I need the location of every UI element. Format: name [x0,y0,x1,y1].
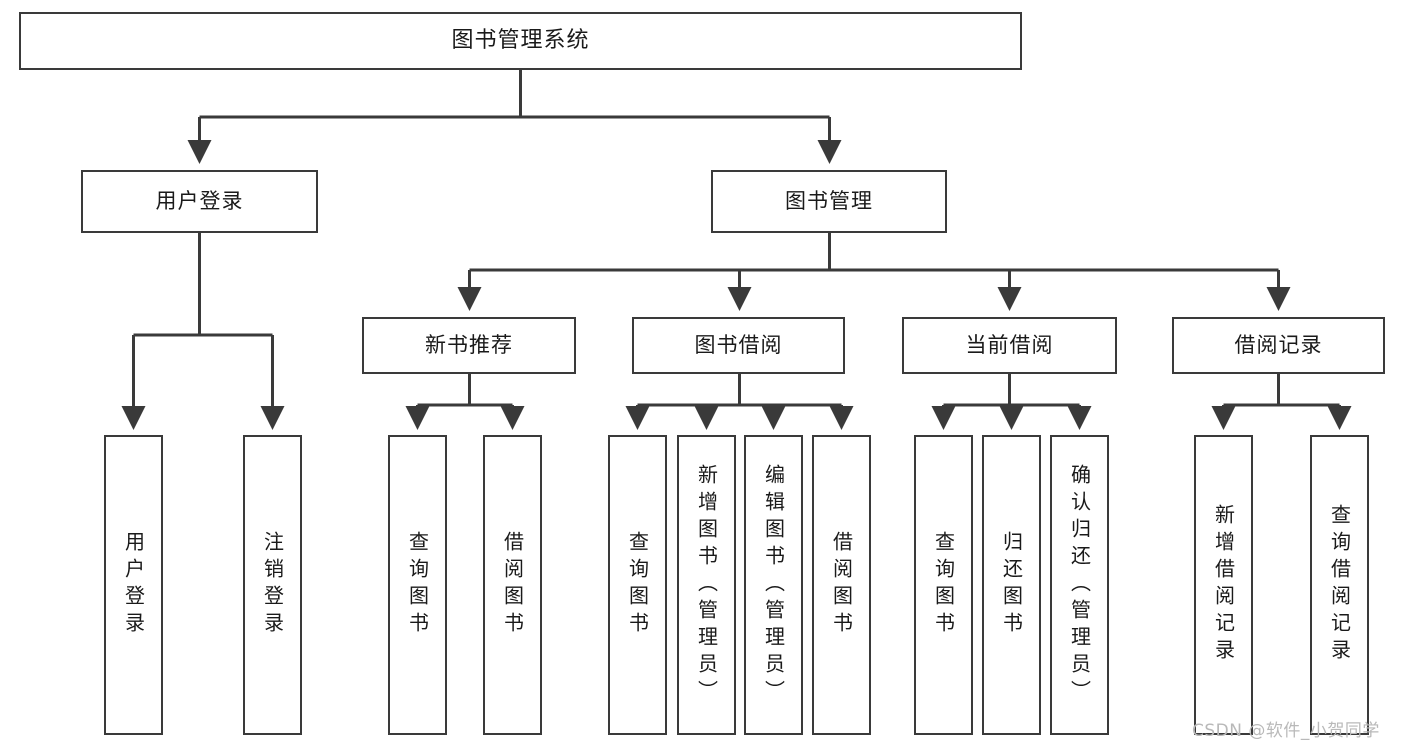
leaf-label: 注销登录 [260,531,285,639]
node-current-borrow[interactable]: 当前借阅 [902,317,1117,374]
leaf-add-book-admin[interactable]: 新增图书（管理员） [677,435,736,735]
leaf-label: 查询图书 [931,531,956,639]
leaf-borrow-book-recommend[interactable]: 借阅图书 [483,435,542,735]
leaf-confirm-return-admin[interactable]: 确认归还（管理员） [1050,435,1109,735]
node-root-system[interactable]: 图书管理系统 [19,12,1022,70]
leaf-label: 确认归还（管理员） [1067,463,1092,707]
leaf-borrow-book[interactable]: 借阅图书 [812,435,871,735]
node-borrow-records[interactable]: 借阅记录 [1172,317,1385,374]
leaf-label: 查询借阅记录 [1327,504,1352,666]
leaf-add-borrow-record[interactable]: 新增借阅记录 [1194,435,1253,735]
leaf-label: 编辑图书（管理员） [761,463,786,707]
leaf-return-book[interactable]: 归还图书 [982,435,1041,735]
leaf-query-book-current[interactable]: 查询图书 [914,435,973,735]
leaf-label: 借阅图书 [500,531,525,639]
node-user-login[interactable]: 用户登录 [81,170,318,233]
node-book-borrow[interactable]: 图书借阅 [632,317,845,374]
leaf-query-book-recommend[interactable]: 查询图书 [388,435,447,735]
leaf-label: 新增图书（管理员） [694,463,719,707]
node-new-book-recommend[interactable]: 新书推荐 [362,317,576,374]
node-book-management[interactable]: 图书管理 [711,170,947,233]
leaf-label: 借阅图书 [829,531,854,639]
leaf-label: 新增借阅记录 [1211,504,1236,666]
leaf-query-borrow-record[interactable]: 查询借阅记录 [1310,435,1369,735]
leaf-logout[interactable]: 注销登录 [243,435,302,735]
leaf-label: 用户登录 [121,531,146,639]
csdn-watermark: CSDN @软件_小贺同学 [1192,721,1380,741]
leaf-user-login[interactable]: 用户登录 [104,435,163,735]
leaf-label: 查询图书 [405,531,430,639]
leaf-edit-book-admin[interactable]: 编辑图书（管理员） [744,435,803,735]
leaf-label: 查询图书 [625,531,650,639]
leaf-label: 归还图书 [999,531,1024,639]
leaf-query-book[interactable]: 查询图书 [608,435,667,735]
